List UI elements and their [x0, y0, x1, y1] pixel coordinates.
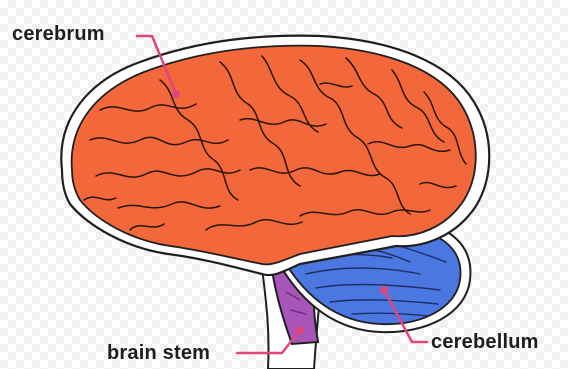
cerebellum-label: cerebellum — [431, 332, 539, 352]
cerebrum-leader-dot — [172, 90, 180, 98]
brain-stem-leader-dot — [296, 326, 304, 334]
cerebellum-leader-dot — [380, 286, 388, 294]
cerebrum-label: cerebrum — [12, 24, 105, 44]
brain-stem-label: brain stem — [107, 343, 210, 363]
